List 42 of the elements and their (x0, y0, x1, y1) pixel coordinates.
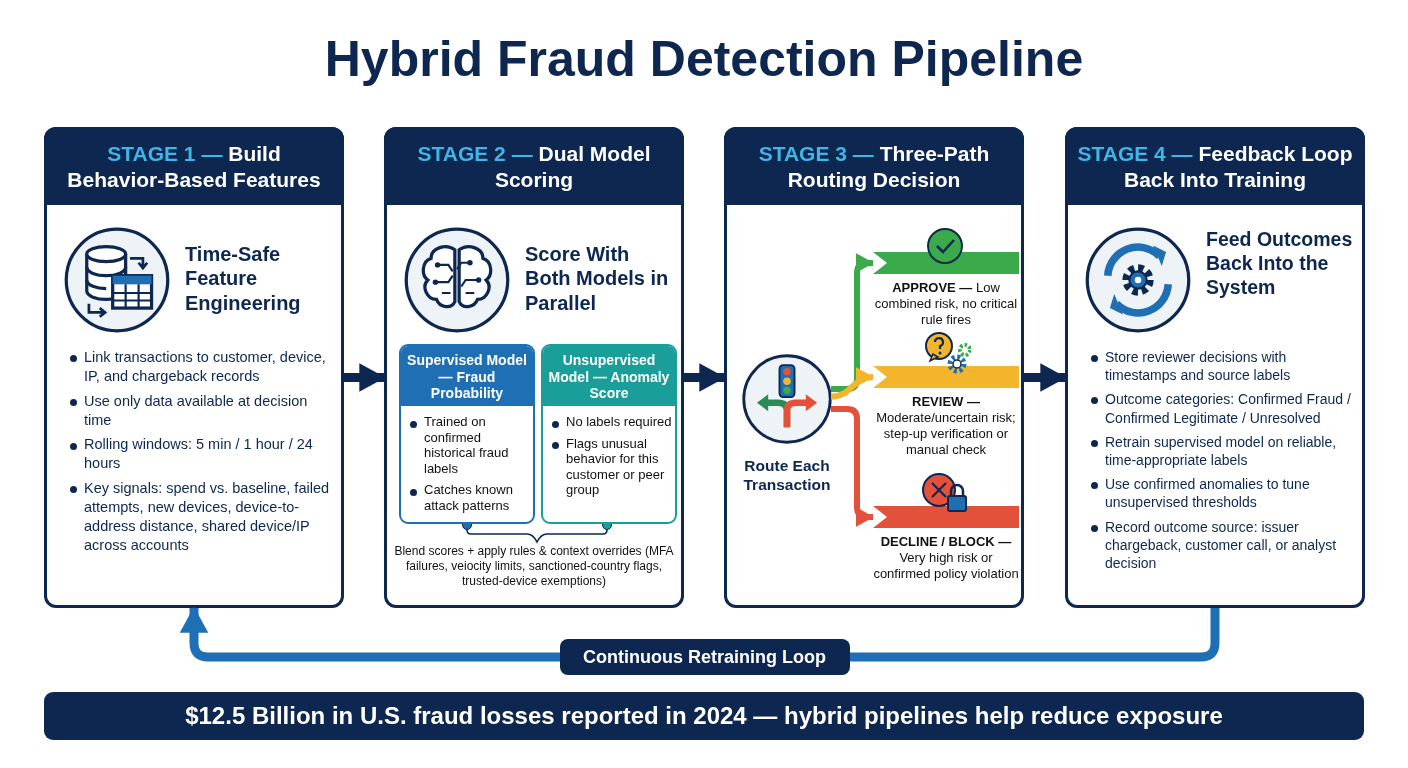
model-card-title: Supervised Model — Fraud Probability (401, 346, 533, 406)
bullet-item: Trained on confirmed historical fraud labels (407, 414, 531, 477)
card-subtitle: Score With Both Models in Parallel (525, 242, 670, 316)
stage-heading: STAGE 3 — Three-Path Routing Decision (724, 127, 1024, 205)
bullet-item: Use only data available at decision time (67, 391, 337, 430)
bullet-item: Record outcome source: issuer chargeback, customer call, or analyst decision (1088, 517, 1358, 573)
card-subtitle: Feed Outcomes Back Into the System (1206, 228, 1354, 300)
bullet-item: Outcome categories: Confirmed Fraud / Confirmed Legitimate / Unresolved (1088, 390, 1358, 427)
title: Hybrid Fraud Detection Pipeline (323, 30, 1085, 88)
stage-heading: STAGE 4 — Feedback Loop Back Into Training (1065, 127, 1365, 205)
bullet-item: Retrain supervised model on reliable, time-appropriate labels (1088, 432, 1358, 470)
node-label: Route Each Transaction (742, 456, 832, 495)
bullet-item: Link transactions to customer, device, IP, and chargeback records (67, 348, 337, 386)
outcome-text: REVIEW — Moderate/uncertain risk; step-up verification or manual check (875, 394, 1017, 458)
stage-card (44, 127, 344, 608)
model-card-title: Unsupervised Model — Anomaly Score (543, 346, 675, 406)
arrow (830, 368, 874, 400)
stage-card (1065, 127, 1365, 608)
edge-label: Continuous Retraining Loop (559, 639, 850, 675)
arrow (831, 253, 874, 392)
arrow (1024, 363, 1067, 392)
bullet-item: Use confirmed anomalies to tune unsupervised thresholds (1088, 475, 1358, 512)
bullet-item: Rolling windows: 5 min / 1 hour / 24 hours (67, 435, 337, 474)
bullet-item: No labels required (549, 414, 673, 430)
note-text: Blend scores + apply rules & context overrides (MFA failures, veiocity limits, sanctioned-country flags, trusted-device exemptions) (393, 544, 675, 589)
caption-banner: $12.5 Billion in U.S. fraud losses reported in 2024 — hybrid pipelines help reduce exposure (44, 692, 1364, 740)
arrow (344, 363, 386, 392)
model-card (541, 344, 677, 524)
arrow (831, 406, 874, 527)
stage-card (384, 127, 684, 608)
card-subtitle: Time-Safe Feature Engineering (185, 242, 302, 316)
stage-card (724, 127, 1024, 608)
outcome-text: DECLINE / BLOCK — Very high risk or confirmed policy violation (873, 534, 1019, 582)
bullet-item: Store reviewer decisions with timestamps and source labels (1088, 348, 1358, 385)
stage-heading: STAGE 2 — Dual Model Scoring (384, 127, 684, 205)
stage-heading: STAGE 1 — Build Behavior-Based Features (44, 127, 344, 205)
model-card (399, 344, 535, 524)
arrow (684, 363, 726, 392)
outcome-text: APPROVE — Low combined risk, no critical rule fires (873, 280, 1019, 328)
bullet-item: Catches known attack patterns (407, 482, 531, 514)
bullet-item: Key signals: spend vs. baseline, failed attempts, new devices, device-to-address distance, shared device/IP across accounts (67, 479, 337, 555)
bullet-item: Flags unusual behavior for this customer or peer group (549, 435, 673, 498)
